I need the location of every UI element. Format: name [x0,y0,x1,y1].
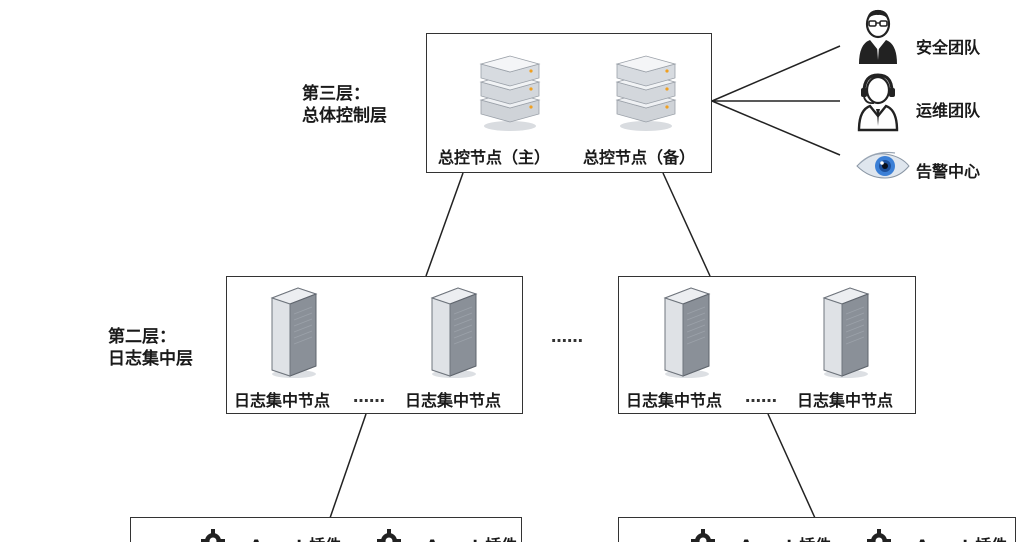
gear-icon [201,529,225,542]
layer3-label-line2: 总体控制层 [302,106,387,126]
agent-group-box-left [130,517,522,542]
collector-left-b-label: 日志集中节点 [405,391,502,410]
link-control-to-group-right [662,172,711,277]
control-node-primary-label: 总控节点（主） [438,148,551,167]
collector-left-a-label: 日志集中节点 [234,391,331,410]
agent-label-2: Agent 插件 [426,532,517,542]
receiver-security-label: 安全团队 [916,38,981,57]
layer2-label: 第二层： 日志集中层 [108,326,193,370]
gear-icon [867,529,891,542]
agent-label-4: Agent 插件 [916,532,1007,542]
alert-eye-icon [856,151,910,179]
receiver-alert-label: 告警中心 [916,162,981,181]
collector-left-separator: …… [353,387,385,406]
tower-server-icon [430,287,478,378]
collector-right-a-label: 日志集中节点 [626,391,723,410]
link-control-to-group-left [425,172,464,277]
gear-icon [377,529,401,542]
control-node-backup-label: 总控节点（备） [583,148,696,167]
collector-right-b-label: 日志集中节点 [797,391,894,410]
receiver-ops-label: 运维团队 [916,101,981,120]
link-group-left-to-agents [329,413,367,519]
layer3-label: 第三层： 总体控制层 [302,83,387,127]
agent-label-1: Agent 插件 [250,532,341,542]
link-control-to-alert [711,100,841,156]
tower-server-icon [270,287,318,378]
collector-right-separator: …… [745,387,777,406]
security-team-icon [859,9,897,64]
layer3-label-line1: 第三层： [302,84,370,104]
gear-icon [691,529,715,542]
rack-server-icon [615,55,677,131]
layer2-label-line2: 日志集中层 [108,349,193,369]
group-separator: …… [551,327,583,346]
link-control-to-security [711,45,841,102]
rack-server-icon [479,55,541,131]
tower-server-icon [663,287,711,378]
layer2-label-line1: 第二层： [108,327,176,347]
ops-team-icon [857,73,899,132]
agent-label-3: Agent 插件 [740,532,831,542]
link-group-right-to-agents [767,413,816,519]
tower-server-icon [822,287,870,378]
agent-group-box-right [618,517,1016,542]
